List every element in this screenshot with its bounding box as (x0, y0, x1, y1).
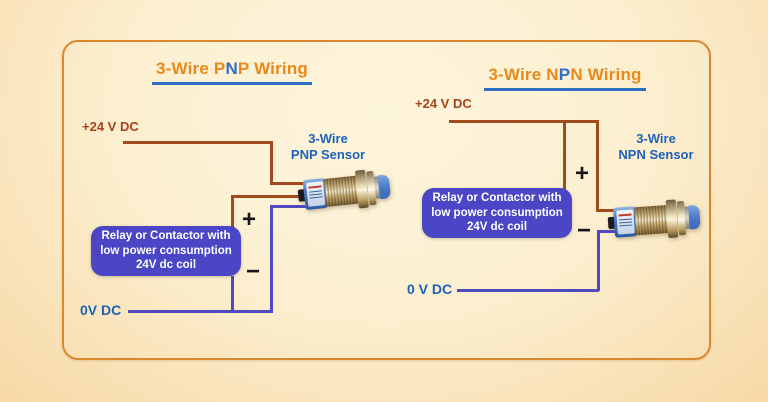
pnp-output-wire-horizontal (231, 195, 305, 198)
pnp-title: 3-Wire PNP Wiring (92, 59, 372, 85)
npn-sensor-caption-line1: 3-Wire (636, 131, 676, 146)
npn-title-pre: 3-Wire N (488, 65, 559, 84)
npn-sensor-caption: 3-Wire NPN Sensor (608, 131, 704, 162)
pnp-supply-wire-to-sensor (270, 182, 312, 185)
pnp-supply-wire-horizontal (123, 141, 272, 144)
pnp-relay-line1: Relay or Contactor with (101, 229, 231, 242)
pnp-supply-wire-vertical (270, 141, 273, 184)
pnp-supply-label: +24 V DC (82, 119, 139, 134)
npn-supply-wire-to-relay (563, 120, 566, 190)
npn-ground-rail (457, 289, 599, 292)
npn-supply-wire-to-sensor (596, 209, 620, 212)
pnp-sensor-caption-line1: 3-Wire (308, 131, 348, 146)
npn-relay-box: Relay or Contactor with low power consum… (422, 188, 572, 238)
npn-sensor-caption-line2: NPN Sensor (618, 146, 694, 162)
pnp-sensor-label (305, 181, 326, 207)
npn-plus-sign: + (575, 160, 590, 187)
pnp-title-text: 3-Wire PNP Wiring (151, 59, 313, 85)
pnp-sensor-caption-line2: PNP Sensor (290, 146, 366, 162)
pnp-ground-wire-to-sensor (270, 205, 308, 208)
pnp-minus-sign: − (246, 258, 261, 285)
pnp-output-wire-to-relay (231, 195, 234, 228)
pnp-title-accent: N (225, 59, 238, 78)
npn-proximity-sensor-image (607, 198, 701, 242)
npn-relay-line1: Relay or Contactor with (432, 191, 562, 204)
npn-sensor-threaded-barrel (634, 205, 669, 236)
npn-title: 3-Wire NPN Wiring (425, 65, 705, 91)
pnp-plus-sign: + (242, 206, 257, 233)
npn-sensor-sensing-tip (688, 204, 701, 230)
npn-ground-wire-to-sensor (597, 230, 623, 233)
pnp-relay-to-ground-wire (231, 276, 234, 312)
npn-title-post: N Wiring (570, 65, 642, 84)
pnp-title-pre: 3-Wire P (155, 59, 226, 78)
pnp-sensor-caption: 3-Wire PNP Sensor (280, 131, 376, 162)
npn-relay-line2: low power consumption (431, 206, 563, 219)
diagram-panel (62, 40, 711, 360)
pnp-ground-rail (128, 310, 273, 313)
npn-relay-line3: 24V dc coil (466, 221, 528, 234)
npn-supply-wire-horizontal (449, 120, 598, 123)
pnp-ground-wire-vertical (270, 205, 273, 312)
pnp-relay-box: Relay or Contactor with low power consum… (91, 226, 241, 276)
pnp-ground-label: 0V DC (80, 302, 122, 318)
npn-minus-sign: − (577, 217, 592, 244)
npn-ground-label: 0 V DC (407, 281, 453, 297)
pnp-relay-line2: low power consumption (100, 244, 232, 257)
npn-ground-wire-vertical (597, 230, 600, 291)
pnp-sensor-sensing-tip (377, 174, 392, 200)
pnp-relay-line3: 24V dc coil (135, 259, 197, 272)
npn-title-text: 3-Wire NPN Wiring (484, 65, 646, 91)
npn-supply-wire-vertical (596, 120, 599, 211)
npn-supply-label: +24 V DC (415, 96, 472, 111)
npn-title-accent: P (558, 65, 571, 84)
npn-sensor-label (616, 209, 635, 235)
pnp-sensor-threaded-barrel (323, 175, 360, 207)
pnp-title-post: P Wiring (237, 59, 309, 78)
